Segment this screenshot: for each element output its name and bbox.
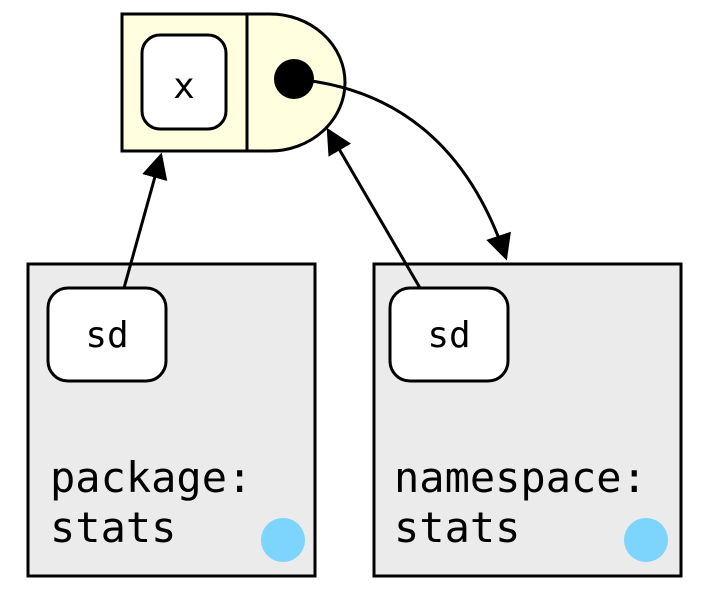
namespace-env-dot: [624, 518, 668, 562]
package-binding-sd-label: sd: [85, 315, 128, 356]
namespace-env-name-line2: stats: [394, 503, 520, 552]
package-env-name-line1: package:: [50, 453, 252, 502]
package-env-name-line2: stats: [50, 503, 176, 552]
arrow-package-sd-to-function: [122, 152, 168, 289]
package-binding-sd-box: [46, 286, 168, 383]
arrow-namespace-sd-to-function: [326, 127, 422, 289]
arrow-function-to-namespace-env: [293, 77, 511, 261]
formal-x-box: [140, 33, 228, 131]
namespace-binding-sd-label: sd: [427, 315, 470, 356]
formal-x-label: x: [173, 66, 195, 107]
namespace-env-name-line1: namespace:: [394, 453, 647, 502]
package-env-dot: [261, 518, 305, 562]
namespace-binding-sd-box: [388, 286, 510, 383]
